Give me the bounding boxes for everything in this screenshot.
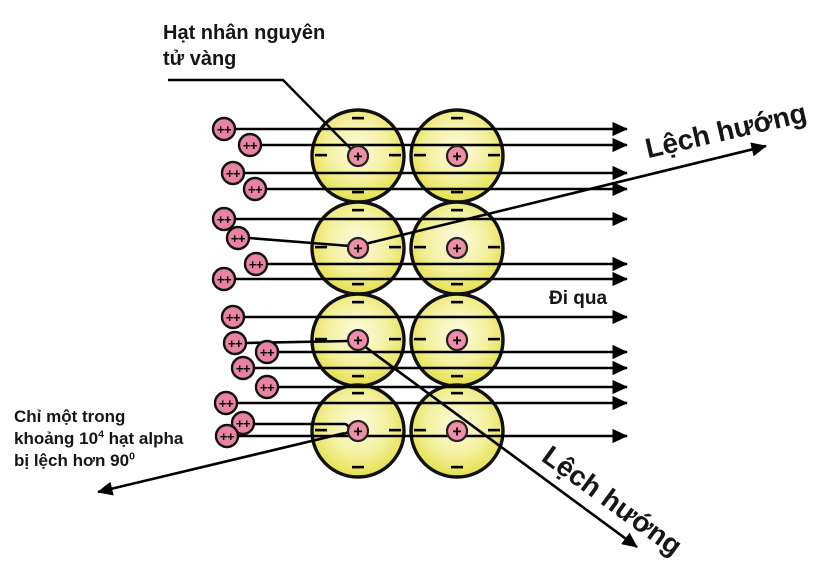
electron-symbol: − (314, 234, 328, 261)
alpha-charge-symbol: ++ (248, 182, 263, 197)
gold-nucleus (346, 144, 370, 168)
gold-nucleus-label-line1: Hạt nhân nguyên (163, 22, 326, 44)
electron-symbol: − (413, 234, 427, 261)
alpha-charge-symbol: ++ (228, 336, 243, 351)
nucleus-charge-symbol: + (452, 333, 461, 350)
alpha-charge-symbol: ++ (226, 310, 241, 325)
electron-symbol: − (351, 289, 365, 316)
electron-symbol: − (450, 179, 464, 206)
electron-symbol: − (450, 197, 464, 224)
electron-symbol: − (450, 454, 464, 481)
alpha-particle (214, 423, 240, 449)
alpha-particle (213, 390, 239, 416)
alpha-charge-symbol: ++ (243, 138, 258, 153)
gold-nucleus (346, 236, 370, 260)
electron-symbol: − (314, 326, 328, 353)
rare-note-line2: khoảng 104 hạt alpha (14, 428, 183, 450)
electron-symbol: − (351, 454, 365, 481)
alpha-charge-symbol: ++ (217, 272, 232, 287)
gold-nucleus-label-line2: tử vàng (163, 48, 237, 70)
deflected-path-down-arrow (363, 344, 638, 549)
alpha-particle (230, 355, 256, 381)
electron-symbol: − (351, 197, 365, 224)
alpha-charge-symbol: ++ (217, 122, 232, 137)
alpha-charge-symbol: ++ (219, 396, 234, 411)
alpha-particle (211, 266, 237, 292)
gold-nucleus (346, 328, 370, 352)
gold-nucleus (445, 144, 469, 168)
alpha-particle (211, 116, 237, 142)
electron-symbol: − (487, 142, 501, 169)
alpha-particle (254, 374, 280, 400)
gold-nucleus-label: Hạt nhân nguyên tử vàng (163, 20, 325, 72)
nucleus-charge-symbol: + (353, 241, 362, 258)
electron-symbol: − (413, 417, 427, 444)
gold-nucleus (445, 419, 469, 443)
nucleus-charge-symbol: + (353, 149, 362, 166)
electron-symbol: − (487, 326, 501, 353)
gold-nucleus (445, 328, 469, 352)
rare-note-line1: Chỉ một trong (14, 407, 126, 426)
alpha-charge-symbol: ++ (236, 416, 251, 431)
electron-symbol: − (450, 105, 464, 132)
rare-note-exponent: 4 (98, 428, 104, 441)
alpha-particle (242, 176, 268, 202)
electron-symbol: − (388, 326, 402, 353)
alpha-paths-layer (97, 78, 767, 549)
alpha-charge-symbol: ++ (226, 166, 241, 181)
nucleus-charge-symbol: + (452, 424, 461, 441)
electron-symbol: − (450, 363, 464, 390)
nucleus-charge-symbol: + (452, 241, 461, 258)
electron-symbol: − (487, 417, 501, 444)
rare-note-line2-pre: khoảng 10 (14, 429, 99, 448)
pass-through-label: Đi qua (549, 288, 608, 309)
electron-symbol: − (450, 289, 464, 316)
alpha-charge-symbol: ++ (231, 231, 246, 246)
alpha-particle (225, 225, 251, 251)
alpha-particle (237, 132, 263, 158)
nucleus-charge-symbol: + (353, 333, 362, 350)
alpha-particle (220, 160, 246, 186)
alpha-particle (222, 330, 248, 356)
electron-symbol: − (351, 363, 365, 390)
alpha-path-to-nucleus-upper (248, 236, 351, 248)
alpha-charge-symbol: ++ (249, 257, 264, 272)
nucleus-charge-symbol: + (353, 424, 362, 441)
electron-symbol: − (351, 105, 365, 132)
rare-note-line2-post: hạt alpha (103, 429, 184, 448)
nuclei-layer: + + + + + + + + (346, 144, 469, 443)
electron-symbol: − (351, 179, 365, 206)
electron-symbol: − (388, 417, 402, 444)
rare-deflection-note: Chỉ một trong khoảng 104 hạt alpha bị lệ… (14, 406, 183, 472)
alpha-particle (254, 339, 280, 365)
gold-nucleus (346, 419, 370, 443)
alpha-charge-symbol: ++ (260, 345, 275, 360)
rare-note-degree: 0 (129, 450, 135, 463)
alpha-particle (230, 410, 256, 436)
deflected-path-up-arrow (364, 142, 767, 246)
electron-symbol: − (314, 142, 328, 169)
alpha-particle (220, 304, 246, 330)
electron-symbol: − (487, 234, 501, 261)
gold-nucleus (445, 236, 469, 260)
alpha-particles-layer: ++++++++++++++++++++++++++++++++ (211, 116, 280, 449)
alpha-particle (243, 251, 269, 277)
alpha-charge-symbol: ++ (260, 380, 275, 395)
alpha-charge-symbol: ++ (236, 361, 251, 376)
alpha-particle (211, 206, 237, 232)
electron-symbol: − (388, 234, 402, 261)
electron-symbol: − (413, 326, 427, 353)
alpha-charge-symbol: ++ (217, 212, 232, 227)
rare-note-line3: bị lệch hơn 900 (14, 450, 183, 472)
electron-symbol: − (388, 142, 402, 169)
electron-symbol: − (413, 142, 427, 169)
nucleus-charge-symbol: + (452, 149, 461, 166)
rare-note-line3-pre: bị lệch hơn 90 (14, 451, 130, 470)
alpha-charge-symbol: ++ (220, 429, 235, 444)
